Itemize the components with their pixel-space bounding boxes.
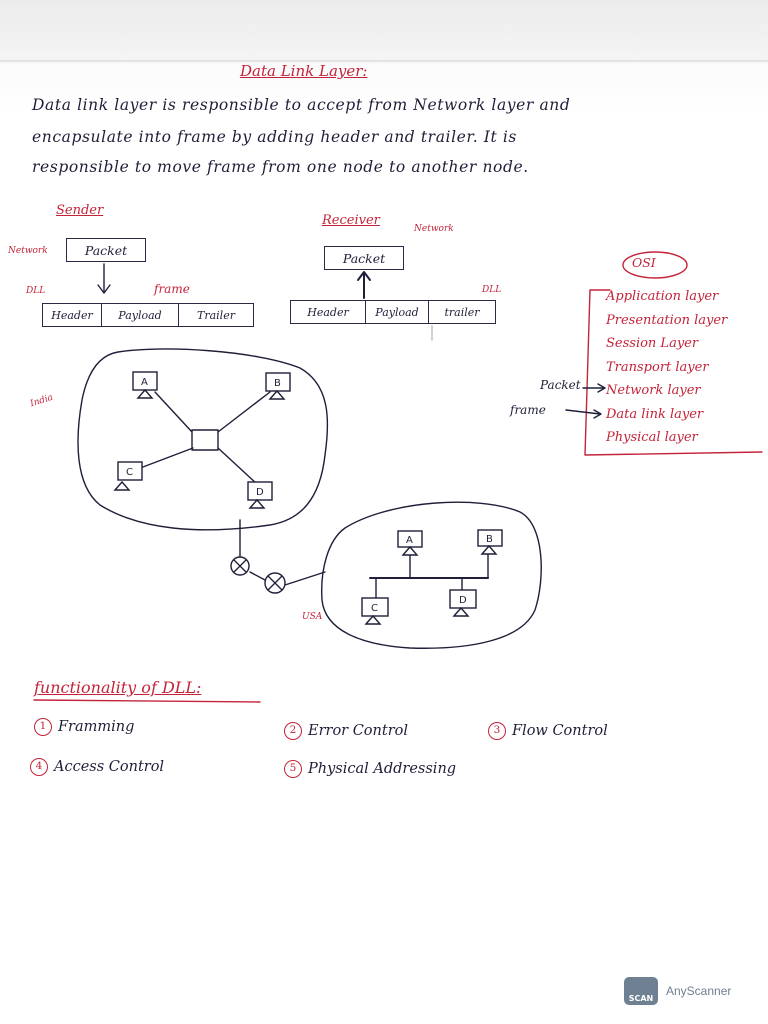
page-fold-shadow [0,60,768,63]
functionality-underline [33,699,261,703]
sender-frame-label: frame [154,282,190,296]
functionality-num-4: 4 [30,758,48,776]
sender-dll-label: DLL [26,286,46,296]
osi-layer-network: Network layer [606,383,701,398]
functionality-num-2: 2 [284,722,302,740]
paragraph-line-1: Data link layer is responsible to accept… [32,96,571,114]
sender-network-label: Network [8,246,48,256]
india-link-b [217,391,271,433]
usa-node-c-label: C [371,603,378,614]
osi-layer-transport: Transport layer [606,359,709,375]
india-node-c-label: C [126,467,133,478]
sender-header-text: Header [51,308,93,322]
india-node-a-label: A [141,377,148,388]
packet-pointer-arrowhead [597,383,606,393]
usa-node-b-label: B [486,534,493,545]
usa-uplink [284,571,326,586]
paragraph-line-2: encapsulate into frame by adding header … [32,128,517,146]
functionality-label-1: Framming [58,719,135,735]
functionality-item-5: 5 Physical Addressing [284,760,456,778]
usa-network-label: USA [302,612,323,622]
functionality-item-4: 4 Access Control [30,758,164,776]
receiver-packet-text: Packet [342,250,386,266]
functionality-label-5: Physical Addressing [308,761,457,777]
osi-packet-pointer: Packet [540,378,581,392]
india-switch [191,429,219,451]
receiver-up-arrowhead [357,271,371,281]
functionality-label-2: Error Control [308,723,409,739]
india-network-blob [77,348,329,531]
india-node-b-icon [265,372,291,392]
functionality-item-3: 3 Flow Control [488,722,608,740]
frame-pointer-arrow [565,409,601,415]
india-link-d [217,447,259,486]
functionality-num-5: 5 [284,760,302,778]
usa-node-d-icon [449,589,477,609]
sender-down-arrowhead [97,284,111,294]
paragraph-line-3: responsible to move frame from one node … [32,158,529,176]
india-link-a [154,391,193,433]
frame-pointer-arrowhead [593,409,602,419]
receiver-heading: Receiver [322,213,380,228]
sender-payload-text: Payload [118,308,162,322]
functionality-label-3: Flow Control [512,723,608,739]
india-node-b-label: B [274,378,281,389]
sender-packet-box: Packet [66,238,146,262]
functionality-item-2: 2 Error Control [284,722,408,740]
osi-layer-presentation: Presentation layer [606,312,728,328]
functionality-heading: functionality of DLL: [34,678,202,697]
usa-node-a-label: A [406,535,413,546]
osi-layer-datalink: Data link layer [606,406,704,422]
receiver-payload-text: Payload [375,305,419,319]
usa-network-blob [320,501,542,649]
india-node-c-icon [117,461,143,481]
osi-heading-ellipse [622,251,688,279]
usa-node-c-icon [361,597,389,617]
osi-layer-list: Application layer Presentation layer Ses… [606,285,727,450]
india-node-d-icon [247,481,273,501]
receiver-frame-trailer: trailer [428,300,496,324]
receiver-header-text: Header [307,305,349,319]
receiver-trailer-text: trailer [444,305,480,319]
sender-heading: Sender [56,203,104,218]
osi-bracket [584,289,763,456]
scanner-logo-text: SCAN [628,994,654,1003]
functionality-item-1: 1 Framming [34,718,134,736]
osi-layer-application: Application layer [606,289,719,304]
receiver-dll-label: DLL [482,285,502,295]
osi-heading: OSI [632,255,656,270]
scanner-watermark: SCAN AnyScanner [624,977,731,1005]
functionality-label-4: Access Control [54,759,165,775]
osi-layer-session: Session Layer [606,336,699,351]
sender-frame-trailer: Trailer [178,303,254,327]
osi-frame-pointer: frame [510,403,546,417]
sender-trailer-text: Trailer [197,308,235,322]
scanner-app-name: AnyScanner [666,984,732,998]
sender-packet-text: Packet [84,242,128,258]
router-link [249,571,266,581]
usa-node-b-icon [477,529,503,547]
receiver-network-label: Network [414,224,454,234]
scanner-logo-icon: SCAN [624,977,658,1005]
page-title: Data Link Layer: [240,62,368,80]
india-node-d-label: D [256,487,264,498]
functionality-num-1: 1 [34,718,52,736]
india-link-c [134,447,194,471]
osi-layer-physical: Physical layer [606,430,698,445]
usa-node-d-label: D [459,595,467,606]
functionality-num-3: 3 [488,722,506,740]
receiver-packet-box: Packet [324,246,404,270]
